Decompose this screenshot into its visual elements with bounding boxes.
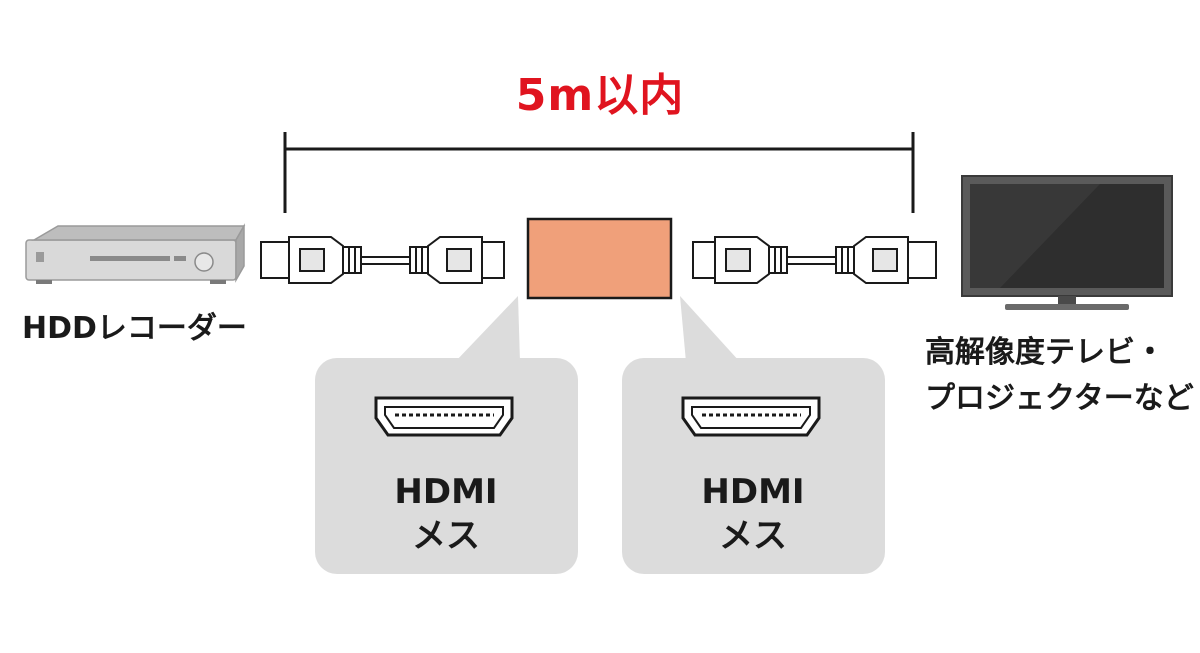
destination-label-line2: プロジェクターなど bbox=[925, 381, 1194, 416]
source-device-label: HDDレコーダー bbox=[22, 311, 247, 346]
port-label-right-line2: メス bbox=[719, 516, 787, 556]
tv-icon bbox=[961, 175, 1173, 310]
port-label-left: HDMI メス bbox=[316, 470, 576, 558]
distance-bracket bbox=[283, 132, 915, 213]
destination-device-label: 高解像度テレビ・ プロジェクターなど bbox=[925, 330, 1200, 422]
destination-label-line1: 高解像度テレビ・ bbox=[925, 335, 1165, 370]
hdmi-adapter bbox=[526, 217, 673, 300]
left-hdmi-cable-icon bbox=[260, 236, 505, 284]
port-label-left-line1: HDMI bbox=[394, 472, 498, 512]
port-label-left-line2: メス bbox=[412, 516, 480, 556]
hdmi-female-port-icon-right bbox=[681, 396, 821, 437]
port-label-right: HDMI メス bbox=[623, 470, 883, 558]
distance-title: 5m以内 bbox=[515, 70, 685, 121]
hdd-recorder-icon bbox=[25, 223, 246, 284]
port-label-right-line1: HDMI bbox=[701, 472, 805, 512]
hdmi-female-port-icon-left bbox=[374, 396, 514, 437]
right-hdmi-cable-icon bbox=[692, 236, 937, 284]
